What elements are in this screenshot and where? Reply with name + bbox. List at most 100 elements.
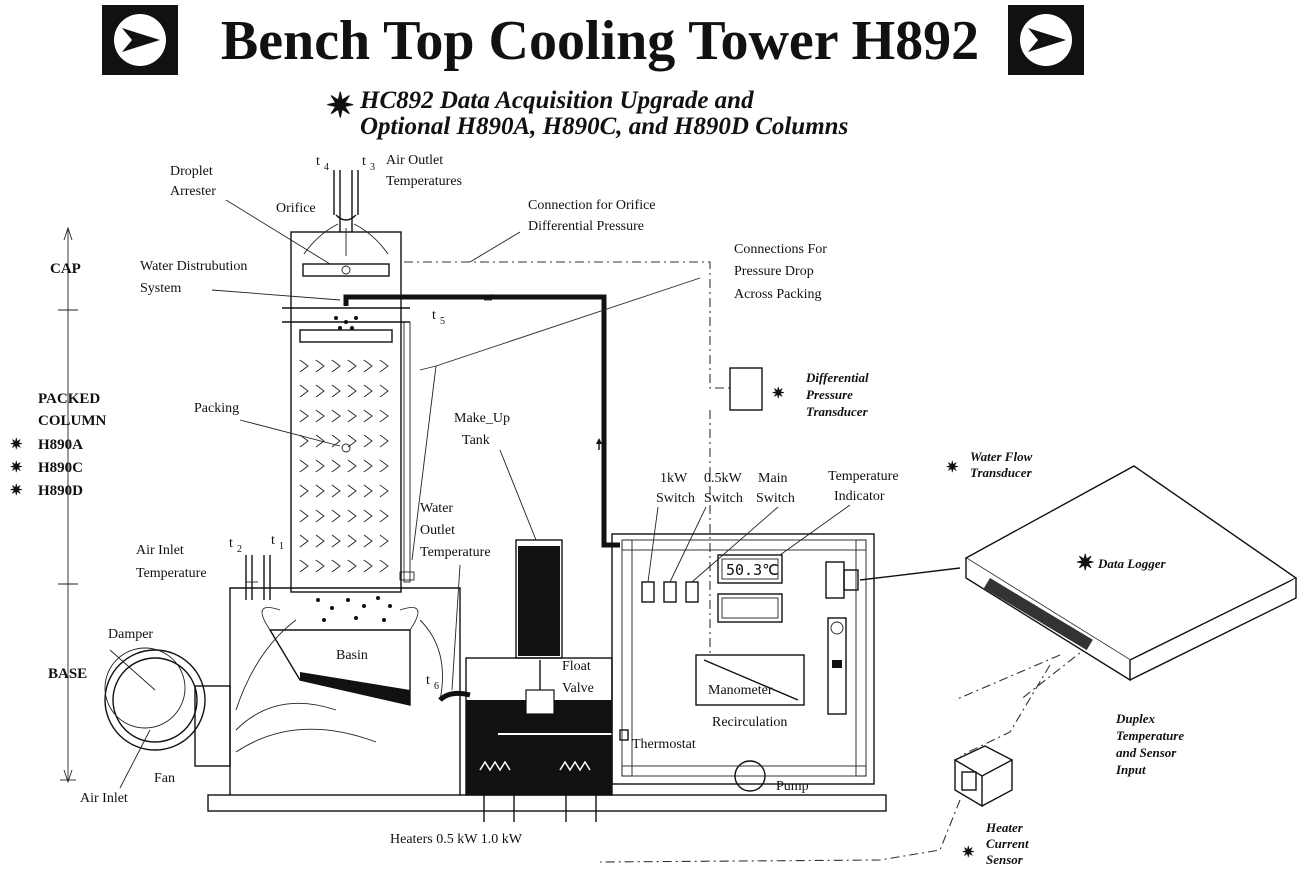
water-droplets — [316, 316, 392, 622]
heater-current-label-1: Heater — [985, 820, 1024, 835]
section-h890d-label: H890D — [38, 483, 83, 499]
star-icon: ✷ — [10, 460, 23, 476]
differential-pressure-transducer — [729, 367, 763, 411]
star-icon: ✷ — [962, 845, 975, 861]
switch-05kw-label-2: Switch — [704, 491, 743, 506]
temp-indicator-label-2: Indicator — [834, 489, 885, 504]
air-inlet-temp-label-1: Air Inlet — [136, 543, 184, 558]
water-dist-label-1: Water Distrubution — [140, 259, 247, 274]
duplex-label-1: Duplex — [1115, 711, 1156, 726]
switch-05kw-label-1: 0.5kW — [704, 471, 743, 486]
droplet-label-1: Droplet — [170, 164, 213, 179]
page-subtitle: HC892 Data Acquisition Upgrade and Optio… — [360, 88, 848, 140]
section-base-label: BASE — [48, 666, 87, 682]
float-valve-label-1: Float — [562, 659, 591, 674]
t3-sub: 3 — [370, 162, 375, 173]
section-dimension-line — [58, 226, 78, 784]
t2-sub: 2 — [237, 544, 242, 555]
pump-label: Pump — [776, 779, 809, 794]
air-inlet-temp-label-2: Temperature — [136, 566, 207, 581]
duplex-label-2: Temperature — [1116, 728, 1184, 743]
fan-label: Fan — [154, 771, 175, 786]
data-logger-label: Data Logger — [1097, 556, 1166, 571]
recirculation-label: Recirculation — [712, 715, 787, 730]
manometer-label: Manometer — [708, 683, 773, 698]
section-h890a-label: H890A — [38, 437, 83, 453]
conn-drop-label-3: Across Packing — [734, 287, 822, 302]
t1-label: t — [271, 533, 275, 548]
subtitle-line-1: HC892 Data Acquisition Upgrade and — [360, 87, 754, 114]
water-return-pipe — [343, 294, 620, 548]
makeup-label-1: Make_Up — [454, 411, 510, 426]
heater-current-sensor — [953, 745, 1014, 808]
duplex-label-4: Input — [1115, 762, 1146, 777]
bench-plate — [207, 794, 887, 812]
data-logger — [964, 465, 1298, 682]
orifice-signal-line — [404, 261, 730, 389]
t1-sub: 1 — [279, 541, 284, 552]
water-outlet-label-3: Temperature — [420, 545, 491, 560]
air-outlet-label-2: Temperatures — [386, 174, 462, 189]
control-panel — [611, 533, 875, 792]
thermostat-label: Thermostat — [632, 737, 696, 752]
section-cap-label: CAP — [50, 261, 81, 277]
t6-sub: 6 — [434, 681, 439, 692]
leader-lines — [109, 199, 851, 789]
conn-drop-label-1: Connections For — [734, 242, 827, 257]
t6-label: t — [426, 673, 430, 688]
switch-1kw-label-2: Switch — [656, 491, 695, 506]
main-switch-label-1: Main — [758, 471, 788, 486]
make-up-tank — [515, 539, 563, 659]
section-packed-label-1: PACKED — [38, 391, 100, 407]
packing-media — [299, 359, 389, 573]
arrow-logo-icon-left — [102, 5, 178, 75]
fan — [104, 647, 231, 767]
air-inlet-label: Air Inlet — [80, 791, 128, 806]
dpt-label-2: Pressure — [806, 387, 853, 402]
heater-current-label-3: Sensor — [986, 852, 1024, 867]
star-icon: ✷ — [1076, 550, 1094, 575]
wft-label-2: Transducer — [970, 465, 1033, 480]
water-outlet-label-2: Outlet — [420, 523, 455, 538]
section-h890c-label: H890C — [38, 460, 83, 476]
packed-column — [282, 170, 410, 593]
dpt-label-3: Transducer — [806, 404, 869, 419]
wft-label-1: Water Flow — [970, 449, 1033, 464]
packing-label: Packing — [194, 401, 239, 416]
basin-label: Basin — [336, 648, 368, 663]
heaters — [479, 760, 597, 822]
heaters-label: Heaters 0.5 kW 1.0 kW — [390, 832, 523, 847]
star-icon: ✷ — [946, 460, 959, 476]
water-dist-label-2: System — [140, 281, 181, 296]
t5-label: t — [432, 308, 436, 323]
temperature-display: 50.3℃ — [726, 561, 779, 579]
makeup-label-2: Tank — [462, 433, 490, 448]
float-valve-label-2: Valve — [562, 681, 594, 696]
conn-drop-label-2: Pressure Drop — [734, 264, 814, 279]
section-packed-label-2: COLUMN — [38, 413, 106, 429]
page-title: Bench Top Cooling Tower H892 — [220, 10, 980, 72]
star-icon: ✷ — [772, 386, 785, 402]
t2-label: t — [229, 536, 233, 551]
orifice-label: Orifice — [276, 201, 316, 216]
water-outlet-label-1: Water — [420, 501, 453, 516]
dpt-label-1: Differential — [805, 370, 869, 385]
damper-label: Damper — [108, 627, 153, 642]
t4-sub: 4 — [324, 162, 329, 173]
duplex-label-3: and Sensor — [1116, 745, 1177, 760]
sump-tank — [438, 657, 629, 796]
t4-label: t — [316, 154, 320, 169]
air-outlet-label-1: Air Outlet — [386, 153, 443, 168]
switch-1kw-label-1: 1kW — [660, 471, 688, 486]
conn-orifice-label-1: Connection for Orifice — [528, 198, 656, 213]
arrow-logo-icon-right — [1008, 5, 1084, 75]
temp-indicator-label-1: Temperature — [828, 469, 899, 484]
star-icon: ✷ — [10, 483, 23, 499]
conn-orifice-label-2: Differential Pressure — [528, 219, 644, 234]
star-icon: ✷ — [10, 437, 23, 453]
heater-current-label-2: Current — [986, 836, 1029, 851]
star-icon: ✷ — [326, 88, 355, 125]
t5-sub: 5 — [440, 316, 445, 327]
subtitle-line-2: Optional H890A, H890C, and H890D Columns — [360, 113, 849, 140]
